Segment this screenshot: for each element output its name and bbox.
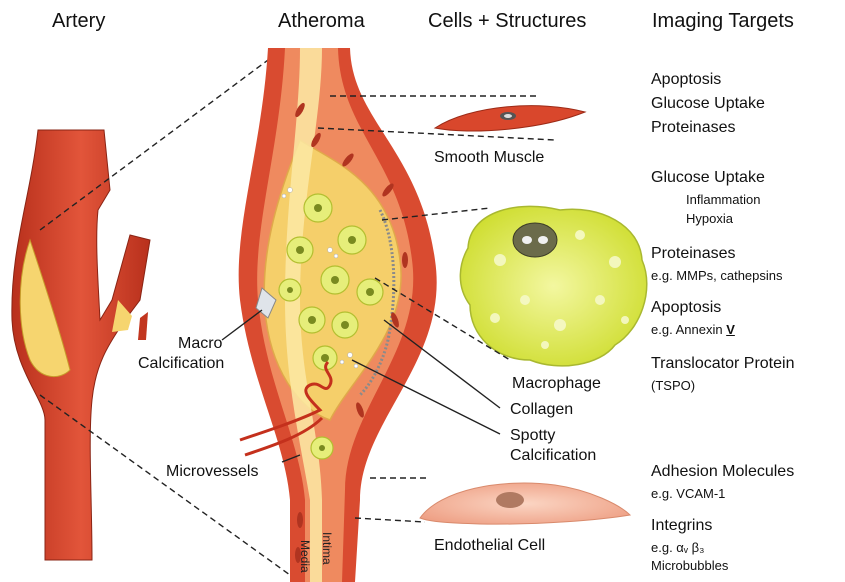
header-artery: Artery [52,10,105,32]
label-microvessels: Microvessels [166,462,258,482]
atheroma-illustration [239,48,437,582]
label-intima: Intima [320,532,334,565]
target-avb3: e.g. αᵥ β₃ [651,540,704,556]
target-glucose-1: Glucose Uptake [651,94,765,113]
header-atheroma: Atheroma [278,10,365,32]
target-tspo-1: Translocator Protein [651,354,794,373]
target-tspo-2: (TSPO) [651,378,695,394]
label-macro-calcification-1: Macro [178,334,222,354]
label-macro-calcification-2: Calcification [138,354,224,374]
header-imaging-targets: Imaging Targets [652,10,794,32]
artery-illustration [12,130,150,560]
smooth-muscle-cell [435,106,585,131]
label-endothelial-cell: Endothelial Cell [434,536,545,556]
label-spotty-1: Spotty [510,426,555,446]
label-smooth-muscle: Smooth Muscle [434,148,544,168]
label-spotty-2: Calcification [510,446,596,466]
target-integrins: Integrins [651,516,712,535]
target-apoptosis-1: Apoptosis [651,70,721,89]
target-mmps: e.g. MMPs, cathepsins [651,268,783,284]
annexin-numeral: V [726,322,735,337]
target-vcam: e.g. VCAM-1 [651,486,725,502]
target-proteinases-1: Proteinases [651,118,736,137]
header-cells-structures: Cells + Structures [428,10,586,32]
label-media: Media [298,540,312,573]
macrophage-cell [460,206,646,366]
endothelial-cell [420,483,630,524]
target-adhesion: Adhesion Molecules [651,462,794,481]
target-proteinases-2: Proteinases [651,244,736,263]
target-apoptosis-2: Apoptosis [651,298,721,317]
label-collagen: Collagen [510,400,573,420]
target-glucose-2: Glucose Uptake [651,168,765,187]
target-microbubbles: Microbubbles [651,558,728,574]
target-hypoxia: Hypoxia [686,211,733,227]
target-annexin: e.g. Annexin V [651,322,735,338]
label-macrophage: Macrophage [512,374,601,394]
target-inflammation: Inflammation [686,192,760,208]
